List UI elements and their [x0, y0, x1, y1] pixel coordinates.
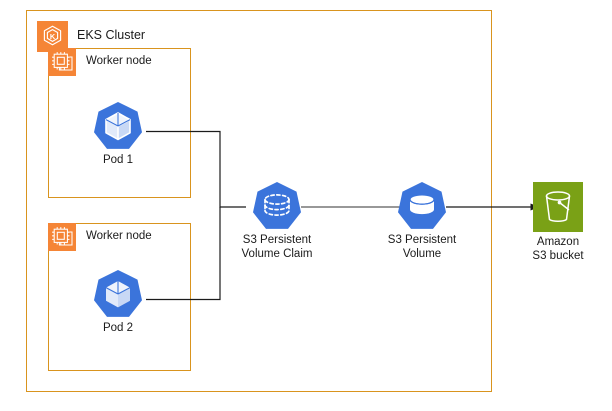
- s3-persistent-volume-label: S3 Persistent Volume: [387, 234, 457, 260]
- pod-2-node[interactable]: Pod 2: [58, 268, 178, 336]
- worker-node-box-1: Worker node: [48, 48, 191, 198]
- pod-2-label: Pod 2: [102, 322, 134, 334]
- amazon-s3-bucket-icon: [533, 182, 583, 232]
- svg-text:K: K: [50, 32, 56, 41]
- s3-persistent-volume-claim-node[interactable]: S3 Persistent Volume Claim: [217, 180, 337, 261]
- amazon-s3-bucket-label: Amazon S3 bucket: [532, 236, 584, 262]
- cpu-chip-icon: [48, 48, 76, 76]
- persistent-volume-claim-dashed-cylinder-icon: [253, 182, 301, 229]
- worker-node-label-1: Worker node: [86, 55, 152, 67]
- eks-kubernetes-hexagon-icon: K: [37, 21, 68, 52]
- s3-persistent-volume-node[interactable]: S3 Persistent Volume: [362, 180, 482, 261]
- s3-persistent-volume-claim-label: S3 Persistent Volume Claim: [241, 234, 313, 260]
- eks-cluster-boundary: K EKS Cluster Worker node: [26, 10, 492, 392]
- persistent-volume-cylinder-icon: [398, 182, 446, 229]
- pod-1-node[interactable]: Pod 1: [58, 100, 178, 168]
- kubernetes-pod-cube-icon: [94, 270, 142, 317]
- amazon-s3-bucket-node[interactable]: Amazon S3 bucket: [512, 182, 604, 263]
- cpu-chip-icon: [48, 223, 76, 251]
- worker-node-label-2: Worker node: [86, 230, 152, 242]
- eks-cluster-label: EKS Cluster: [77, 28, 146, 42]
- pod-1-label: Pod 1: [102, 154, 134, 166]
- kubernetes-pod-cube-icon: [94, 102, 142, 149]
